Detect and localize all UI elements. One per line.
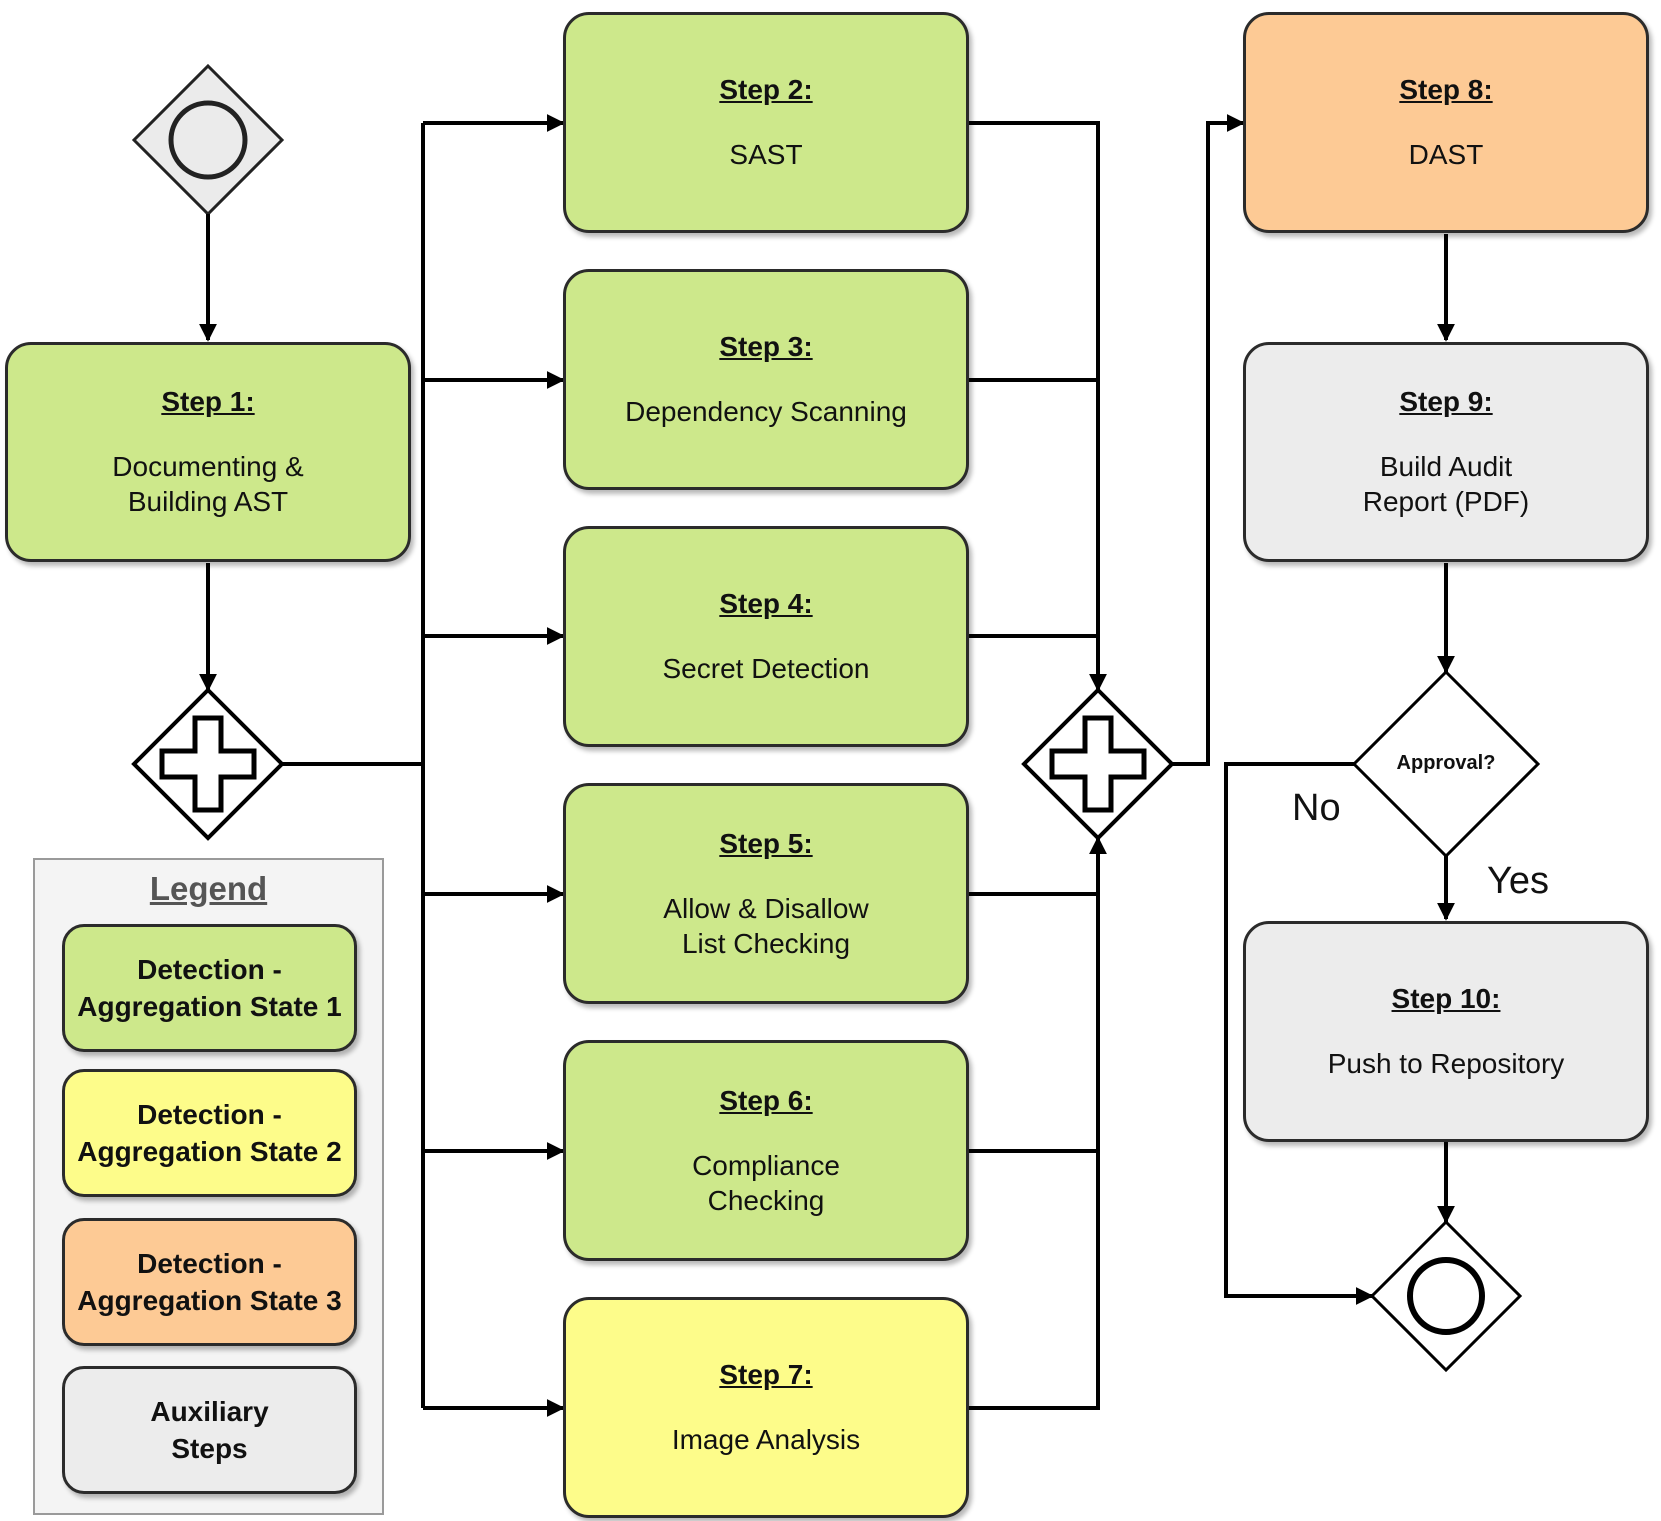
legend-item-state-3: Detection - Aggregation State 3 [62,1218,357,1346]
step-8-title: Step 8: [1399,74,1493,105]
step-6-description: Compliance Checking [692,1149,840,1216]
step-1-node: Step 1: Documenting & Building AST [5,342,411,562]
step-1-description: Documenting & Building AST [112,451,304,517]
legend-item-state-1: Detection - Aggregation State 1 [62,924,357,1052]
end-event [1369,1219,1523,1373]
step-4-description: Secret Detection [662,653,870,684]
step-10-description: Push to Repository [1327,1048,1565,1079]
step-9-node: Step 9: Build Audit Report (PDF) [1243,342,1649,562]
step-5-description: Allow & Disallow List Checking [663,892,869,959]
step-9-title: Step 9: [1399,386,1493,417]
step-5-title: Step 5: [719,827,813,859]
step-2-node: Step 2: SAST [563,12,969,233]
step-2-description: SAST [729,139,803,170]
legend-panel: Legend Detection - Aggregation State 1 D… [33,858,384,1515]
no-branch-label: No [1292,787,1341,829]
step-4-title: Step 4: [719,588,813,619]
connector-lines [199,114,1455,1417]
legend-item-auxiliary: Auxiliary Steps [62,1366,357,1494]
legend-item-state-2: Detection - Aggregation State 2 [62,1069,357,1197]
step-8-node: Step 8: DAST [1243,12,1649,233]
parallel-join-gateway [1021,687,1175,841]
step-6-title: Step 6: [719,1084,813,1116]
step-10-title: Step 10: [1391,983,1501,1014]
step-3-description: Dependency Scanning [625,396,907,427]
step-3-node: Step 3: Dependency Scanning [563,269,969,490]
step-10-node: Step 10: Push to Repository [1243,921,1649,1142]
step-8-description: DAST [1408,139,1484,170]
step-7-title: Step 7: [719,1359,813,1390]
start-event [131,63,285,217]
legend-title: Legend [149,870,268,907]
step-7-node: Step 7: Image Analysis [563,1297,969,1518]
step-6-node: Step 6: Compliance Checking [563,1040,969,1261]
step-2-title: Step 2: [719,74,813,105]
approval-label: Approval? [1396,752,1496,774]
step-1-title: Step 1: [161,386,255,417]
yes-branch-label: Yes [1487,860,1549,902]
step-3-title: Step 3: [719,331,813,362]
step-5-node: Step 5: Allow & Disallow List Checking [563,783,969,1004]
parallel-split-gateway [131,687,285,841]
step-7-description: Image Analysis [671,1424,861,1455]
step-9-description: Build Audit Report (PDF) [1362,451,1530,517]
step-4-node: Step 4: Secret Detection [563,526,969,747]
